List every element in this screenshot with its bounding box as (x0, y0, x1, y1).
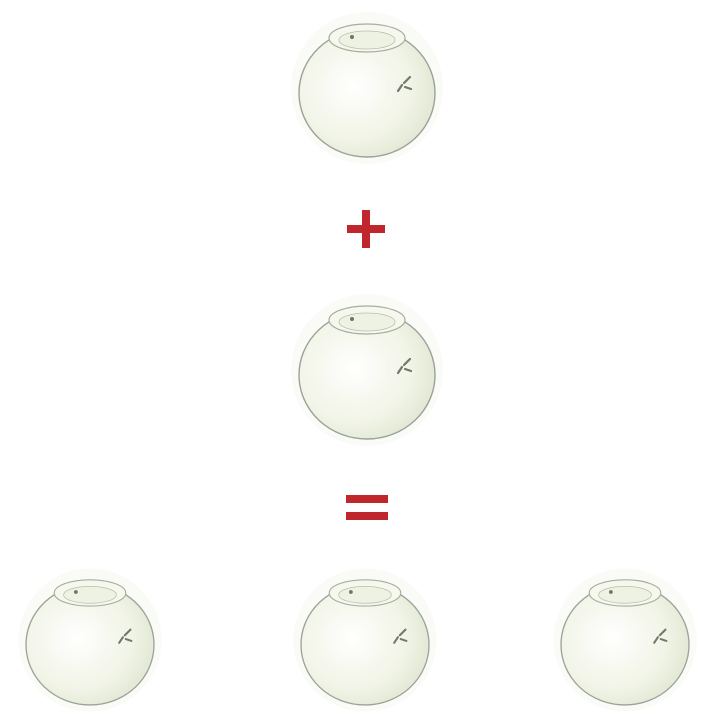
result-pot-icon-3 (545, 560, 705, 720)
result-pot-icon-2 (285, 560, 445, 720)
teapot-pot-icon (285, 560, 445, 720)
teapot-pot-icon (282, 3, 452, 173)
middle-pot-icon (282, 285, 452, 455)
equals-operator-icon (344, 492, 390, 524)
top-pot-icon (282, 3, 452, 173)
teapot-pot-icon (282, 285, 452, 455)
teapot-pot-icon (10, 560, 170, 720)
result-pot-icon-1 (10, 560, 170, 720)
plus-operator-icon (345, 208, 387, 250)
teapot-pot-icon (545, 560, 705, 720)
